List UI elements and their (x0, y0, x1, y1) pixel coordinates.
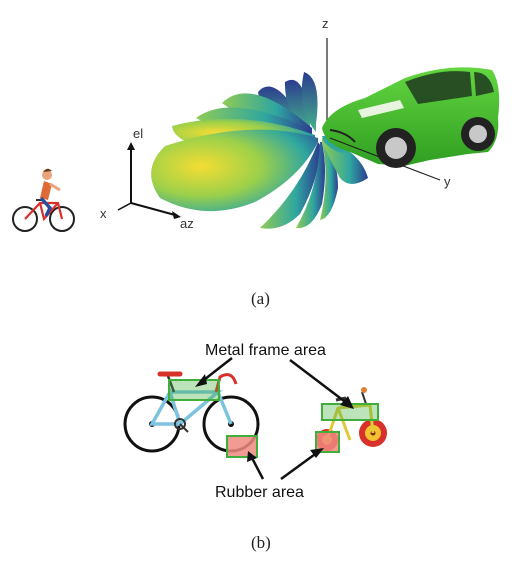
axis-label-az: az (180, 216, 194, 231)
caption-b: (b) (251, 533, 271, 552)
axis-label-y: y (444, 174, 451, 189)
panel-a: el az x z (12, 16, 500, 308)
axis-label-el: el (133, 126, 143, 141)
label-rubber: Rubber area (215, 484, 304, 501)
caption-a: (a) (251, 289, 270, 308)
radiation-pattern (151, 72, 368, 229)
rubber-box-oblique (315, 431, 340, 453)
rubber-box-side (226, 435, 258, 458)
annotation-arrows (195, 357, 354, 481)
axis-label-z: z (322, 16, 329, 31)
y-axis (329, 137, 441, 181)
metal-frame-box-side (168, 379, 220, 401)
label-metal-frame: Metal frame area (205, 342, 326, 359)
local-axes (117, 142, 181, 219)
car-icon (322, 67, 500, 168)
cyclist-icon (12, 168, 75, 232)
panel-b: Metal frame area (123, 342, 387, 552)
axis-label-x: x (100, 206, 107, 221)
